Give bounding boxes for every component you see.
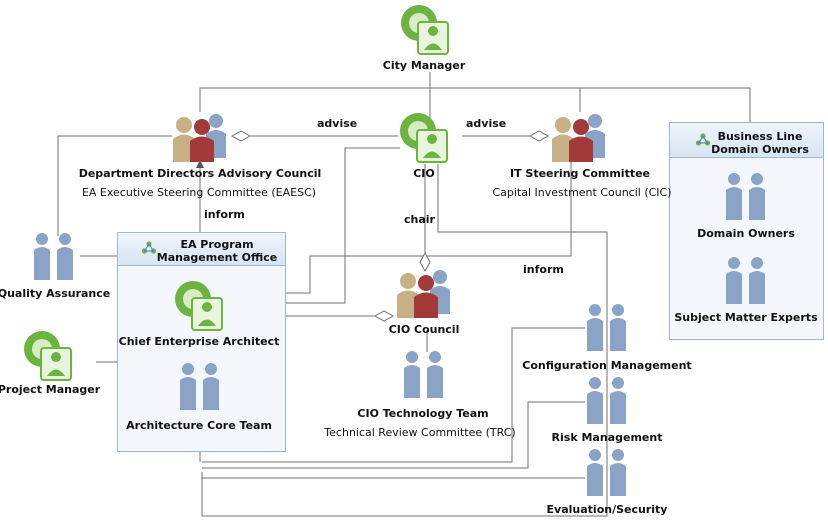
business-line-group	[669, 122, 824, 340]
sme-label: Subject Matter Experts	[674, 311, 818, 324]
dept-council-label: Department Directors Advisory Council	[78, 167, 322, 180]
cio-council-icon	[397, 270, 450, 318]
cio-tech-team-label: CIO Technology Team	[357, 407, 489, 420]
quality-assurance-icon	[34, 233, 73, 280]
cio-tech-team-icon	[404, 351, 443, 398]
project-manager-label: Project Manager	[0, 383, 101, 396]
risk-mgmt-label: Risk Management	[551, 431, 663, 444]
eval-security-icon	[587, 449, 626, 496]
inform-right-label: inform	[523, 263, 564, 276]
sme-icon	[726, 257, 765, 304]
advise-right-label: advise	[466, 117, 507, 130]
dept-council-icon	[173, 114, 226, 162]
dept-council-sublabel: EA Executive Steering Committee (EAESC)	[81, 186, 317, 199]
config-mgmt-icon	[587, 304, 626, 351]
core-team-label: Architecture Core Team	[126, 419, 272, 432]
chief-architect-icon	[175, 281, 223, 331]
city-manager-icon	[401, 5, 449, 55]
domain-owners-label: Domain Owners	[697, 227, 795, 240]
risk-mgmt-icon	[587, 377, 626, 424]
it-steering-sublabel: Capital Investment Council (CIC)	[492, 186, 672, 199]
org-group-icon	[695, 133, 711, 146]
inform-left-label: inform	[204, 208, 245, 221]
it-steering-icon	[552, 114, 605, 162]
business-line-title: Business Line Domain Owners	[711, 130, 809, 156]
eval-security-label: Evaluation/Security	[546, 503, 668, 516]
ea-pmo-title: EA Program Management Office	[156, 238, 278, 264]
cio-label: CIO	[413, 167, 435, 180]
cio-tech-team-sublabel: Technical Review Committee (TRC)	[324, 426, 516, 439]
ea-pmo-group	[117, 232, 286, 452]
cio-council-label: CIO Council	[388, 323, 460, 336]
quality-assurance-label: Quality Assurance	[0, 287, 111, 300]
advise-left-label: advise	[317, 117, 358, 130]
domain-owners-icon	[726, 173, 765, 220]
it-steering-label: IT Steering Committee	[509, 167, 651, 180]
project-manager-icon	[24, 331, 72, 381]
chair-label: chair	[404, 213, 435, 226]
core-team-icon	[180, 363, 219, 410]
org-group-icon	[141, 241, 157, 254]
chief-architect-label: Chief Enterprise Architect	[118, 335, 280, 348]
cio-icon	[400, 113, 448, 163]
city-manager-label: City Manager	[382, 59, 466, 72]
config-mgmt-label: Configuration Management	[522, 359, 692, 372]
